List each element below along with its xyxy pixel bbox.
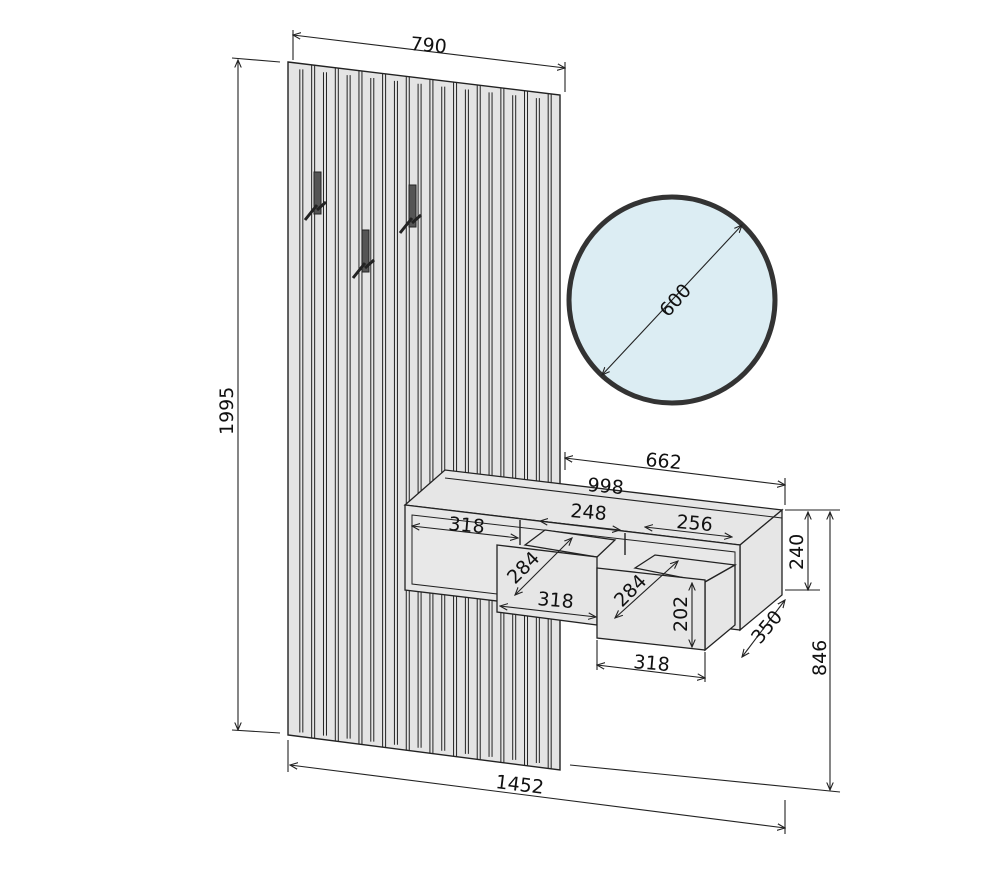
- panel-slats: [299, 64, 552, 769]
- coat-hook-icon: [351, 229, 375, 279]
- dimension-lines: [231, 30, 841, 834]
- drawer1-inner-width-label: 248: [570, 500, 608, 525]
- panel-width-label: 790: [410, 33, 448, 58]
- drawer2-front-width-label: 318: [633, 651, 671, 676]
- panel-height-label: 1995: [216, 387, 238, 435]
- console-height-label: 240: [786, 534, 808, 570]
- console-offset-label: 662: [645, 449, 683, 474]
- drawer1-front-width-label: 318: [537, 588, 575, 613]
- round-mirror: 600: [566, 194, 778, 406]
- drawer-front-height-label: 202: [670, 596, 692, 632]
- slatted-wall-panel: [287, 61, 561, 771]
- coat-hook-icon: [398, 184, 422, 234]
- drawer2-inner-width-label: 256: [676, 511, 714, 536]
- mount-height-label: 846: [809, 640, 831, 676]
- coat-hook-icon: [303, 171, 327, 221]
- total-width-label: 1452: [494, 771, 545, 799]
- open-compartment-width-label: 318: [448, 513, 486, 538]
- coat-hooks: [303, 171, 422, 279]
- console-width-label: 998: [587, 474, 625, 499]
